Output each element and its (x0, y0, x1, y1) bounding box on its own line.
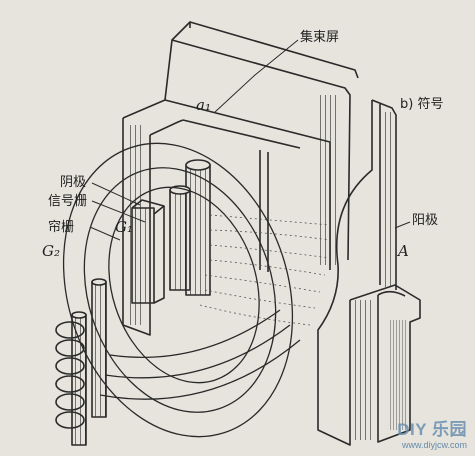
anode-symbol: A (398, 242, 409, 260)
watermark-logo: DIY 乐园 (397, 420, 467, 439)
beam-screen-label: 集束屏 (300, 30, 340, 45)
symbol-caption: b) 符号 (400, 97, 444, 112)
grid-wire-loops (62, 142, 301, 438)
signal-grid-label: 信号栅 (48, 194, 88, 209)
anode-plate (317, 99, 421, 446)
beam-screen-symbol: a₁ (196, 96, 211, 114)
screen-grid-symbol: G₂ (42, 242, 60, 260)
screen-grid (55, 278, 107, 446)
watermark-url: www.diyjcw.com (401, 440, 467, 450)
signal-grid (169, 150, 269, 296)
signal-grid-symbol: G₁ (115, 218, 133, 236)
screen-grid-label: 帘栅 (48, 220, 75, 235)
beam-screen-plate (122, 21, 359, 336)
site-watermark: DIY 乐园 www.diyjcw.com (397, 415, 467, 450)
cathode-label: 阴极 (60, 175, 87, 190)
leader-lines (89, 39, 411, 241)
cathode (131, 199, 165, 304)
electron-beam (199, 214, 331, 326)
anode-label: 阳极 (412, 213, 439, 228)
